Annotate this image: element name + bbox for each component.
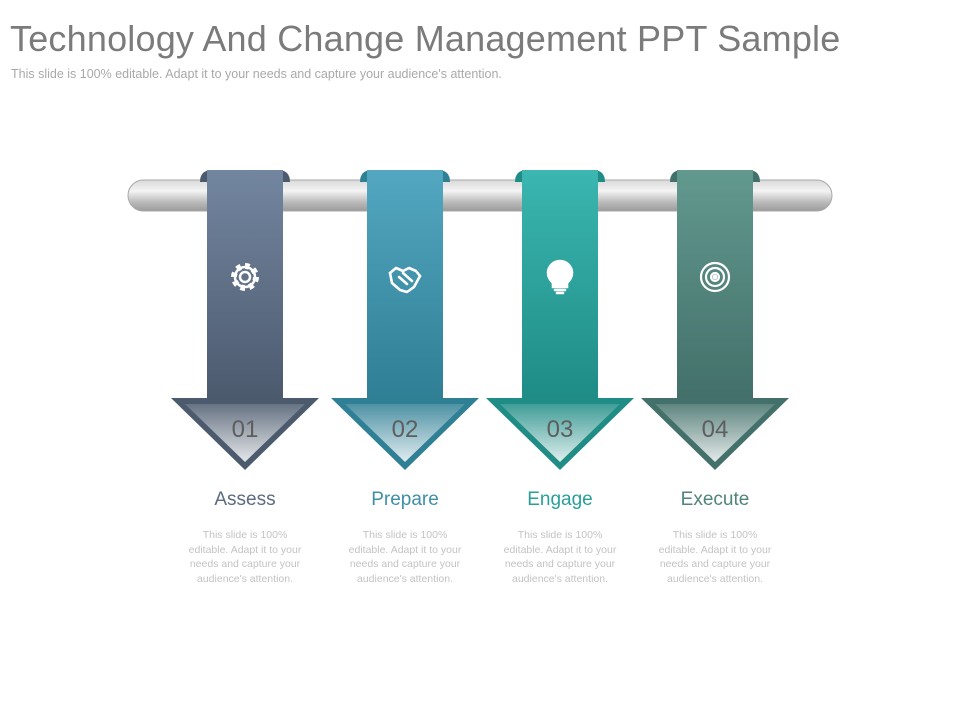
arrow-shaft xyxy=(367,170,443,398)
step-label-prepare: Prepare xyxy=(371,489,439,510)
arrow-04 xyxy=(641,170,789,470)
slide-subtitle: This slide is 100% editable. Adapt it to… xyxy=(11,67,502,81)
rail-bar xyxy=(127,179,833,212)
arrow-02 xyxy=(331,170,479,470)
arrow-head-highlight xyxy=(655,404,775,462)
handshake-icon xyxy=(388,266,422,294)
step-description: This slide is 100% editable. Adapt it to… xyxy=(503,529,617,585)
step-label-execute: Execute xyxy=(680,489,750,510)
arrow-head-highlight xyxy=(500,404,620,462)
arrow-03 xyxy=(486,170,634,470)
target-icon xyxy=(699,261,731,293)
step-description: This slide is 100% editable. Adapt it to… xyxy=(348,529,462,585)
step-number: 02 xyxy=(392,416,419,443)
step-label-assess: Assess xyxy=(214,489,276,510)
step-number: 04 xyxy=(702,416,729,443)
arrow-head-highlight xyxy=(345,404,465,462)
slide-title: Technology And Change Management PPT Sam… xyxy=(10,18,841,59)
step-description: This slide is 100% editable. Adapt it to… xyxy=(658,529,772,585)
gear-icon xyxy=(231,263,259,291)
step-number: 01 xyxy=(232,416,259,443)
arrow-01 xyxy=(171,170,319,470)
step-number: 03 xyxy=(547,416,574,443)
step-description: This slide is 100% editable. Adapt it to… xyxy=(188,529,302,585)
lightbulb-icon xyxy=(546,259,574,295)
arrow-shaft xyxy=(677,170,753,398)
arrow-head-highlight xyxy=(185,404,305,462)
step-label-engage: Engage xyxy=(527,489,593,510)
arrow-shaft xyxy=(207,170,283,398)
